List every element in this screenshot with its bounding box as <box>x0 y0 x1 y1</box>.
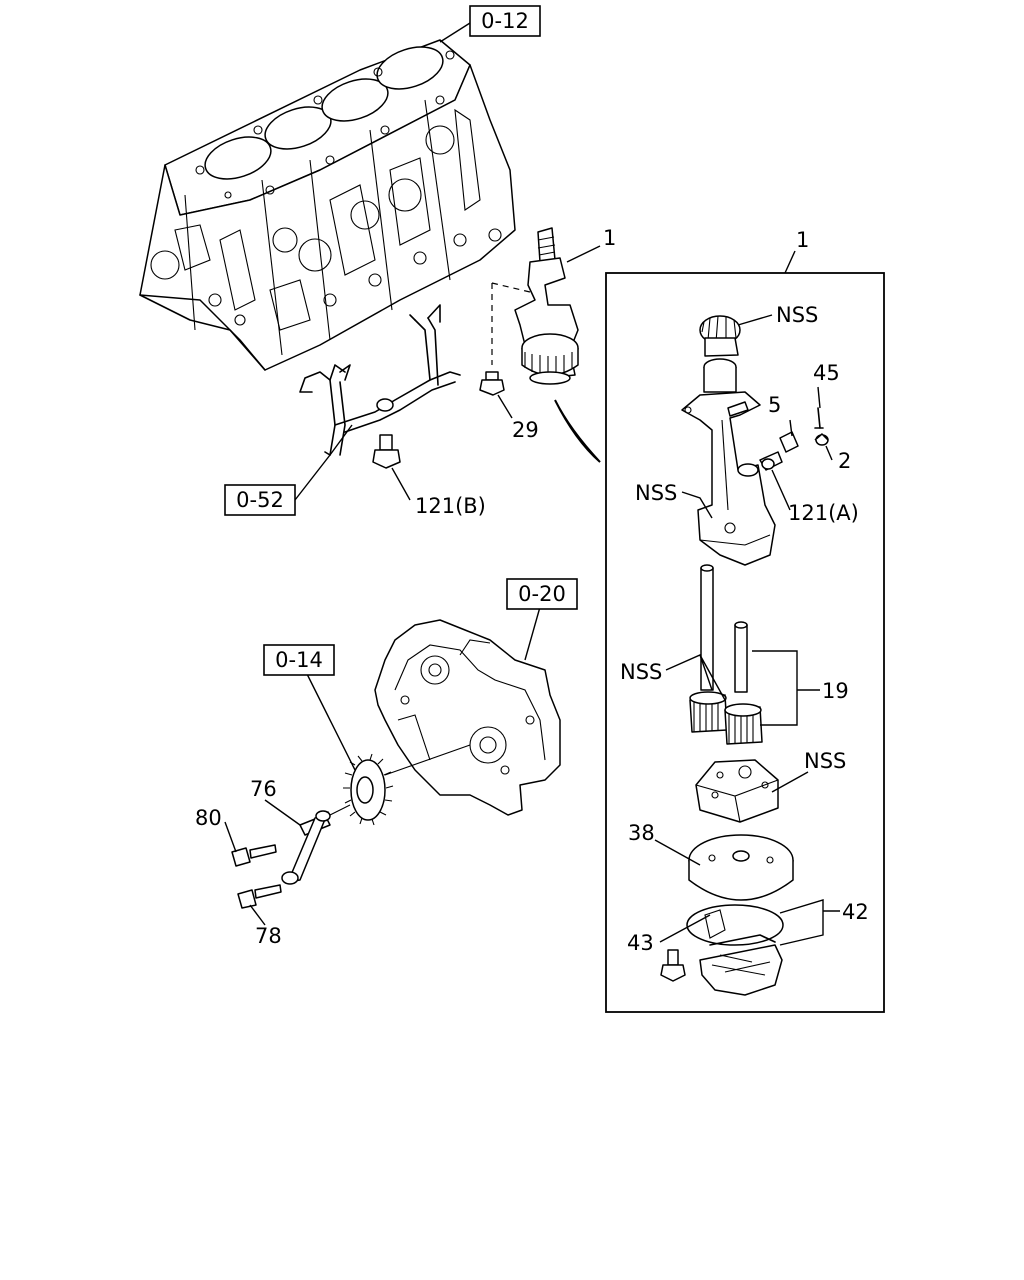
part-label-5: 5 <box>768 393 781 417</box>
cylinder-block-illustration <box>139 39 516 371</box>
oil-strainer-illustration <box>688 834 794 901</box>
bolt-78-illustration <box>237 884 282 909</box>
oil-pump-assembly-illustration <box>514 227 579 385</box>
bolt-121b-illustration <box>372 434 401 469</box>
part-label-2: 2 <box>838 449 851 473</box>
relief-valve-parts-illustration <box>759 407 829 471</box>
part-label-29: 29 <box>512 418 539 442</box>
timing-case-illustration <box>374 619 561 816</box>
pump-body-illustration <box>681 358 776 566</box>
reference-label: 0-12 <box>481 9 529 33</box>
reference-box-0-52[interactable]: 0-52 <box>224 484 296 516</box>
part-label-78: 78 <box>255 924 282 948</box>
pump-cover-plate-illustration <box>695 759 779 823</box>
reference-box-0-12[interactable]: 0-12 <box>469 5 541 37</box>
bolt-80-illustration <box>231 844 277 867</box>
alignment-dashed-line <box>491 282 531 365</box>
part-label-19: 19 <box>822 679 849 703</box>
part-label-45: 45 <box>813 361 840 385</box>
reference-box-0-20[interactable]: 0-20 <box>506 578 578 610</box>
reference-label: 0-20 <box>518 582 566 606</box>
reference-label: 0-52 <box>236 488 284 512</box>
strainer-screen-illustration <box>686 904 784 996</box>
bolt-29-illustration <box>479 371 505 396</box>
exploded-view-frame <box>605 272 885 1013</box>
callout-arrow <box>554 399 601 463</box>
part-label-1-main: 1 <box>603 226 616 250</box>
bolt-43-illustration <box>660 949 686 982</box>
reference-label: 0-14 <box>275 648 323 672</box>
idler-gear-illustration <box>343 744 471 826</box>
part-label-42: 42 <box>842 900 869 924</box>
part-label-38: 38 <box>628 821 655 845</box>
part-label-nss-plate: NSS <box>804 749 846 773</box>
part-label-80: 80 <box>195 806 222 830</box>
part-label-nss-gear: NSS <box>776 303 818 327</box>
idler-shaft-illustration <box>281 804 351 885</box>
part-label-1-box: 1 <box>796 228 809 252</box>
part-label-121a: 121(A) <box>788 501 859 525</box>
leader-lines <box>224 22 840 946</box>
part-label-nss-gears: NSS <box>620 660 662 684</box>
reference-box-0-14[interactable]: 0-14 <box>263 644 335 676</box>
drive-gear-illustration <box>699 315 741 357</box>
oil-pipe-illustration <box>299 304 461 456</box>
part-label-121b: 121(B) <box>415 494 486 518</box>
part-label-76: 76 <box>250 777 277 801</box>
part-label-43: 43 <box>627 931 654 955</box>
part-label-nss-body: NSS <box>635 481 677 505</box>
pump-gears-illustration <box>689 564 763 745</box>
